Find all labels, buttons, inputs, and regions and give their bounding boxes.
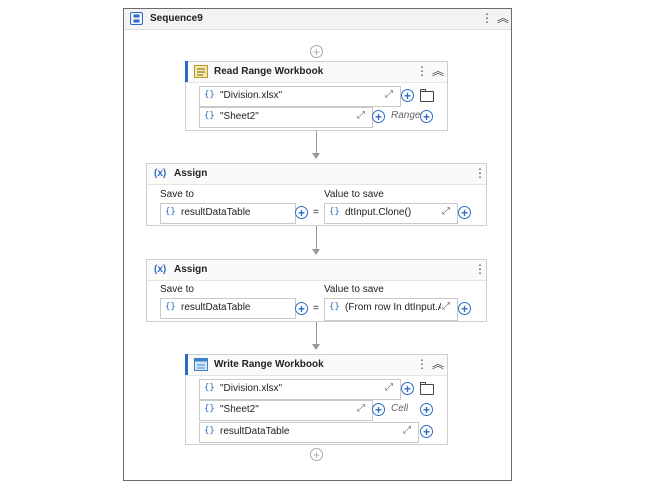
datatable-value: resultDataTable <box>220 426 290 437</box>
write-range-header: Write Range Workbook ⋮ ︽ <box>185 354 447 376</box>
connector-arrow <box>312 344 320 350</box>
more-options-icon[interactable]: ⋮ <box>474 262 486 276</box>
connector-arrow <box>312 249 320 255</box>
value-to-save-label: Value to save <box>324 189 384 200</box>
assign-title: Assign <box>174 168 208 179</box>
cell-field[interactable]: Cell <box>389 400 419 419</box>
more-options-icon[interactable]: ⋮ <box>481 11 493 25</box>
value-to-save-label: Value to save <box>324 284 384 295</box>
assign-card-2[interactable]: (x) Assign ⋮ Save to Value to save {} re… <box>146 259 487 322</box>
add-variable-icon[interactable]: + <box>295 206 308 219</box>
connector-line <box>316 322 317 345</box>
sheet-name-field[interactable]: {} "Sheet2" ⤢ <box>199 107 373 128</box>
expand-editor-icon[interactable]: ⤢ <box>403 425 411 436</box>
more-options-icon[interactable]: ⋮ <box>416 357 428 371</box>
assign-card-1[interactable]: (x) Assign ⋮ Save to Value to save {} re… <box>146 163 487 226</box>
selection-accent <box>185 354 188 375</box>
save-to-value: resultDataTable <box>181 302 251 313</box>
equals-sign: = <box>313 303 319 314</box>
expand-editor-icon[interactable]: ⤢ <box>442 206 450 217</box>
expression-icon: {} <box>204 111 215 121</box>
assign-icon: (x) <box>154 168 167 179</box>
add-variable-icon[interactable]: + <box>401 89 414 102</box>
expand-editor-icon[interactable]: ⤢ <box>385 89 393 100</box>
expression-icon: {} <box>329 207 340 217</box>
collapse-icon[interactable]: ︽ <box>496 11 509 25</box>
collapse-icon[interactable]: ︽ <box>431 64 444 78</box>
assign-header: (x) Assign ⋮ <box>147 164 486 185</box>
connector-line <box>316 226 317 250</box>
value-to-save-field[interactable]: {} (From row In dtInput.A ⤢ <box>324 298 458 321</box>
connector-line <box>316 131 317 154</box>
value-to-save-value: (From row In dtInput.A <box>345 302 441 313</box>
range-placeholder: Range <box>391 110 421 121</box>
more-options-icon[interactable]: ⋮ <box>474 166 486 180</box>
datatable-field[interactable]: {} resultDataTable ⤢ <box>199 422 419 443</box>
workbook-path-field[interactable]: {} "Division.xlsx" ⤢ <box>199 379 401 400</box>
more-options-icon[interactable]: ⋮ <box>416 64 428 78</box>
assign-title: Assign <box>174 264 208 275</box>
expand-editor-icon[interactable]: ⤢ <box>385 382 393 393</box>
value-to-save-value: dtInput.Clone() <box>345 207 412 218</box>
expand-editor-icon[interactable]: ⤢ <box>442 301 450 312</box>
expression-icon: {} <box>329 302 340 312</box>
cell-placeholder: Cell <box>391 403 409 414</box>
value-to-save-field[interactable]: {} dtInput.Clone() ⤢ <box>324 203 458 224</box>
workbook-path-value: "Division.xlsx" <box>220 383 283 394</box>
save-to-label: Save to <box>160 284 194 295</box>
excel-read-icon <box>194 65 208 78</box>
read-range-title: Read Range Workbook <box>214 66 324 77</box>
save-to-field[interactable]: {} resultDataTable <box>160 298 296 319</box>
add-variable-icon[interactable]: + <box>401 382 414 395</box>
read-range-workbook-card[interactable]: Read Range Workbook ⋮ ︽ {} "Division.xls… <box>185 61 448 131</box>
save-to-value: resultDataTable <box>181 207 251 218</box>
excel-write-icon <box>194 358 208 371</box>
browse-folder-icon[interactable] <box>420 89 434 102</box>
workbook-path-value: "Division.xlsx" <box>220 90 283 101</box>
expression-icon: {} <box>165 302 176 312</box>
add-variable-icon[interactable]: + <box>458 302 471 315</box>
add-variable-icon[interactable]: + <box>295 302 308 315</box>
expression-icon: {} <box>204 90 215 100</box>
add-variable-icon[interactable]: + <box>372 110 385 123</box>
expression-icon: {} <box>204 383 215 393</box>
add-variable-icon[interactable]: + <box>372 403 385 416</box>
add-activity-button-bottom[interactable]: + <box>310 448 323 461</box>
add-variable-icon[interactable]: + <box>420 425 433 438</box>
range-field[interactable]: Range <box>389 107 421 126</box>
sheet-name-field[interactable]: {} "Sheet2" ⤢ <box>199 400 373 421</box>
add-activity-button-top[interactable]: + <box>310 45 323 58</box>
connector-arrow <box>312 153 320 159</box>
sequence-title: Sequence9 <box>150 13 203 24</box>
add-variable-icon[interactable]: + <box>458 206 471 219</box>
selection-accent <box>185 61 188 82</box>
sheet-name-value: "Sheet2" <box>220 404 259 415</box>
collapse-icon[interactable]: ︽ <box>431 357 444 371</box>
save-to-label: Save to <box>160 189 194 200</box>
expression-icon: {} <box>204 404 215 414</box>
workbook-path-field[interactable]: {} "Division.xlsx" ⤢ <box>199 86 401 107</box>
read-range-header: Read Range Workbook ⋮ ︽ <box>185 61 447 83</box>
sequence-header: Sequence9 ⋮ ︽ <box>124 9 511 30</box>
assign-header: (x) Assign ⋮ <box>147 260 486 281</box>
expand-editor-icon[interactable]: ⤢ <box>357 110 365 121</box>
add-variable-icon[interactable]: + <box>420 110 433 123</box>
expression-icon: {} <box>204 426 215 436</box>
expression-icon: {} <box>165 207 176 217</box>
sequence-icon <box>130 12 143 25</box>
expand-editor-icon[interactable]: ⤢ <box>357 403 365 414</box>
add-variable-icon[interactable]: + <box>420 403 433 416</box>
write-range-workbook-card[interactable]: Write Range Workbook ⋮ ︽ {} "Division.xl… <box>185 354 448 445</box>
equals-sign: = <box>313 207 319 218</box>
sheet-name-value: "Sheet2" <box>220 111 259 122</box>
browse-folder-icon[interactable] <box>420 382 434 395</box>
write-range-title: Write Range Workbook <box>214 359 324 370</box>
save-to-field[interactable]: {} resultDataTable <box>160 203 296 224</box>
assign-icon: (x) <box>154 264 167 275</box>
